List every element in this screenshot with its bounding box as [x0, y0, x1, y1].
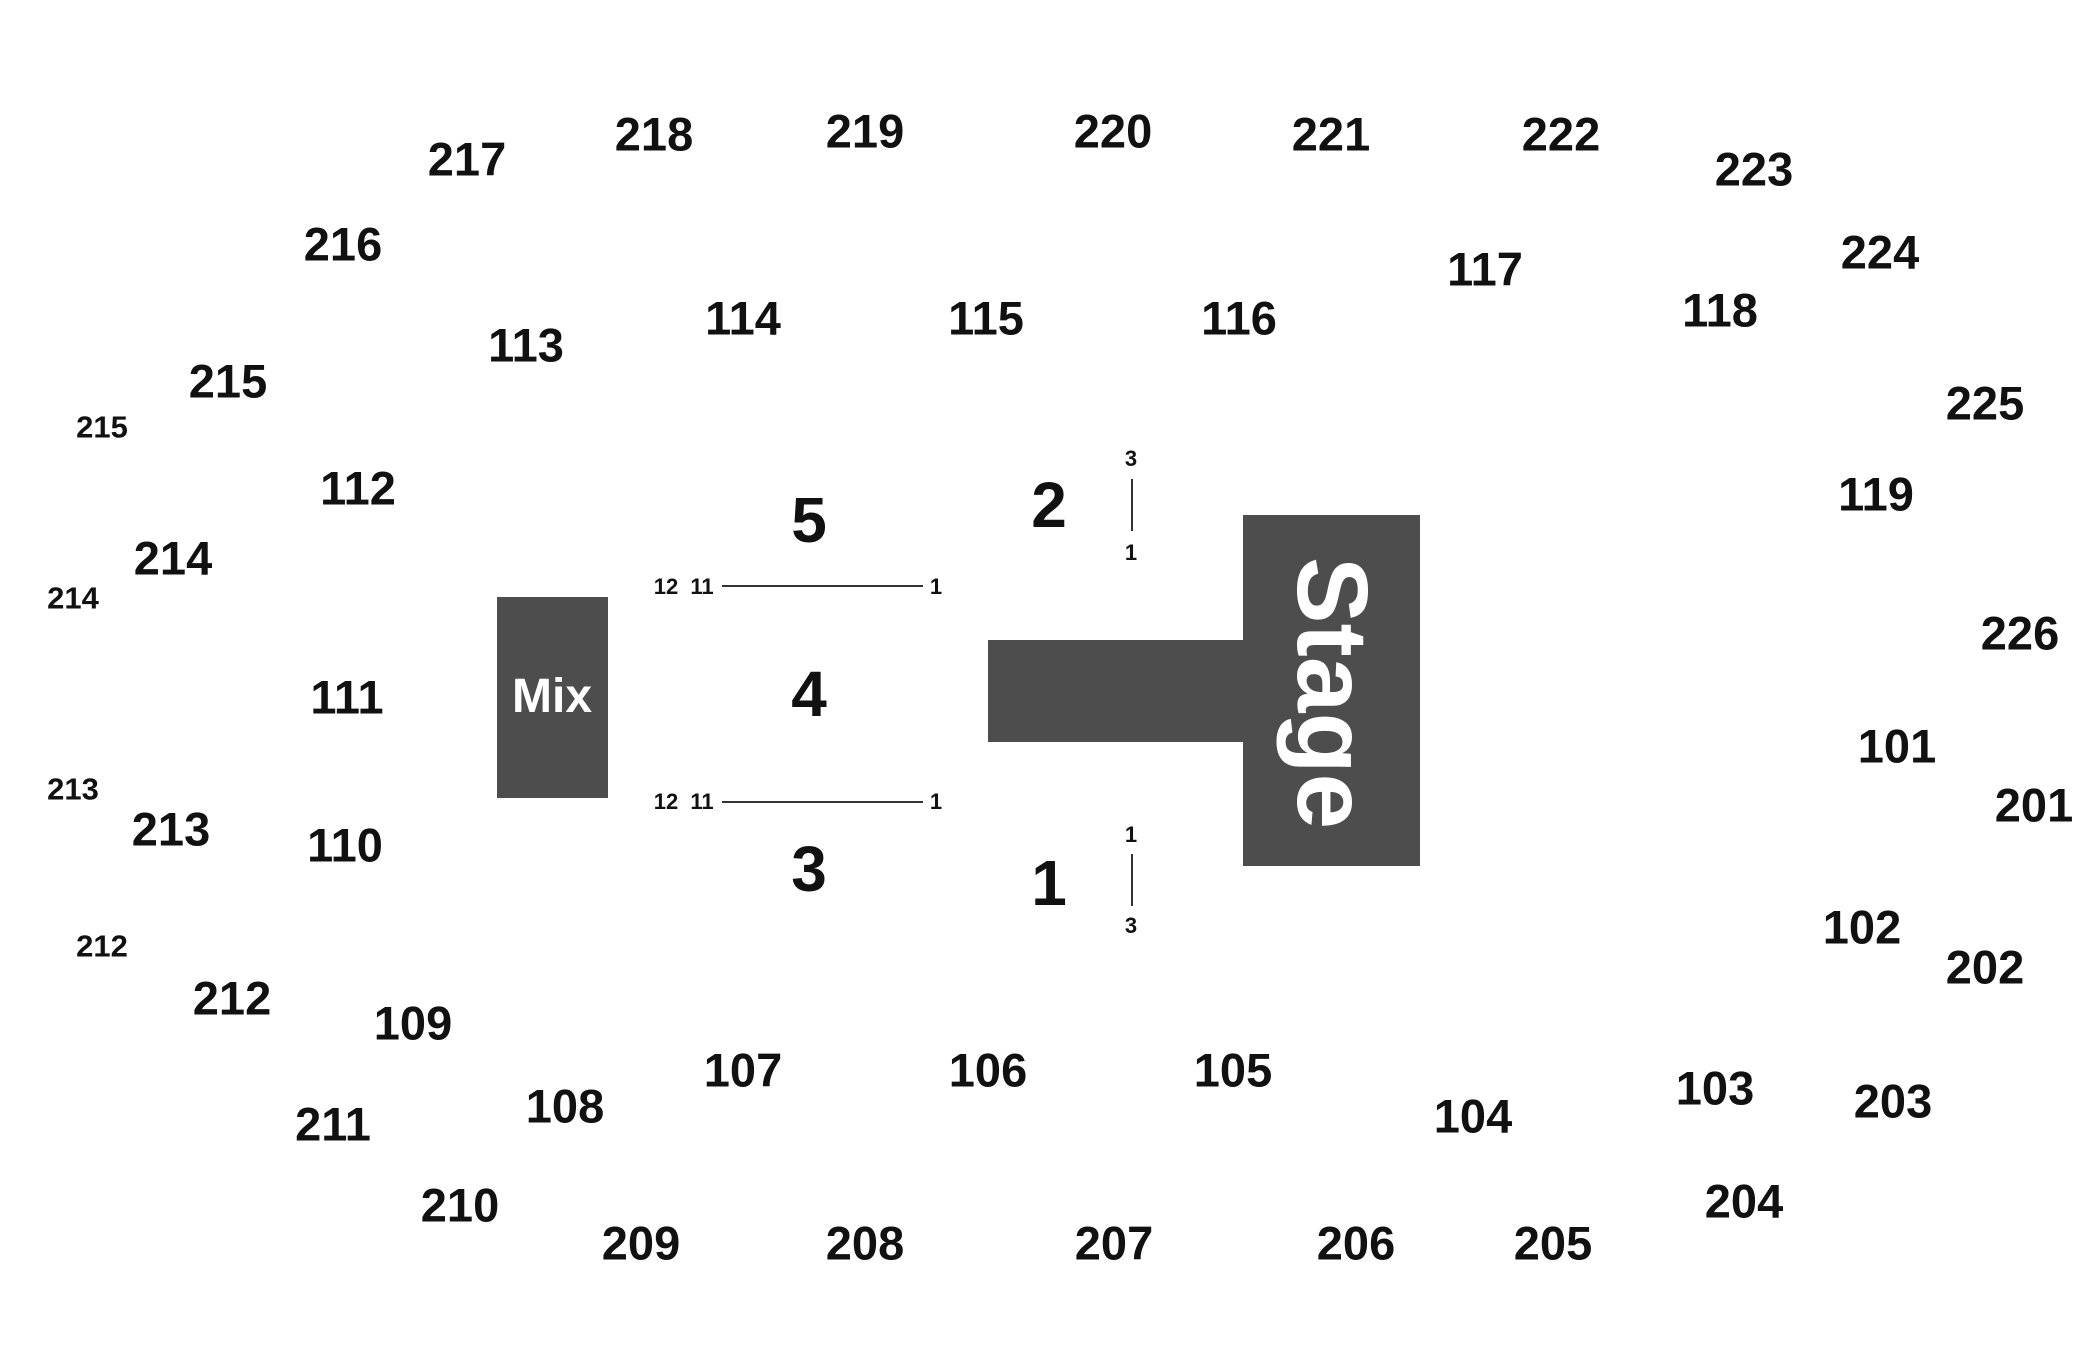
mix-label: Mix	[511, 670, 593, 723]
section-221[interactable]: 221	[1291, 107, 1371, 161]
floor-section-3[interactable]: 3	[791, 833, 827, 905]
section-111[interactable]: 111	[310, 670, 384, 724]
row-label-12: 12	[653, 789, 679, 814]
section-213[interactable]: 213	[131, 802, 211, 856]
section-118[interactable]: 118	[1682, 283, 1758, 337]
section-103[interactable]: 103	[1675, 1061, 1755, 1115]
section-222[interactable]: 222	[1521, 107, 1601, 161]
section-105[interactable]: 105	[1193, 1043, 1273, 1097]
section-214-small[interactable]: 214	[47, 580, 99, 616]
row-label-11: 11	[690, 574, 714, 599]
row-label-3: 3	[1124, 446, 1138, 471]
section-101[interactable]: 101	[1857, 719, 1937, 773]
section-206[interactable]: 206	[1316, 1216, 1396, 1270]
row-label-1: 1	[929, 789, 943, 814]
section-119[interactable]: 119	[1838, 467, 1914, 521]
section-117[interactable]: 117	[1447, 242, 1523, 296]
section-114[interactable]: 114	[705, 291, 781, 345]
section-220[interactable]: 220	[1073, 104, 1153, 158]
stage-label: Stage	[1276, 556, 1388, 830]
mix-block	[497, 597, 608, 798]
section-113[interactable]: 113	[488, 318, 564, 372]
section-112[interactable]: 112	[320, 461, 396, 515]
row-label-12: 12	[653, 574, 679, 599]
section-116[interactable]: 116	[1201, 291, 1277, 345]
floor-section-1[interactable]: 1	[1031, 847, 1067, 919]
row-label-3: 3	[1124, 913, 1138, 938]
floor-section-5[interactable]: 5	[791, 484, 827, 556]
section-213-small[interactable]: 213	[47, 771, 99, 807]
section-202[interactable]: 202	[1945, 940, 2025, 994]
section-106[interactable]: 106	[948, 1043, 1028, 1097]
section-201[interactable]: 201	[1994, 778, 2074, 832]
stage-block	[1243, 515, 1420, 866]
section-207[interactable]: 207	[1074, 1216, 1154, 1270]
section-208[interactable]: 208	[825, 1216, 905, 1270]
section-209[interactable]: 209	[601, 1216, 681, 1270]
section-205[interactable]: 205	[1513, 1216, 1593, 1270]
section-217[interactable]: 217	[427, 132, 507, 186]
section-203[interactable]: 203	[1853, 1074, 1933, 1128]
section-102[interactable]: 102	[1822, 900, 1902, 954]
section-215-small[interactable]: 215	[76, 409, 128, 445]
floor-row-line-5-4	[722, 585, 923, 587]
section-212[interactable]: 212	[192, 971, 272, 1025]
section-218[interactable]: 218	[614, 107, 694, 161]
section-107[interactable]: 107	[703, 1043, 783, 1097]
section-109[interactable]: 109	[373, 996, 453, 1050]
floor-row-line-1	[1131, 854, 1133, 906]
section-110[interactable]: 110	[307, 818, 383, 872]
section-226[interactable]: 226	[1980, 606, 2060, 660]
section-210[interactable]: 210	[420, 1178, 500, 1232]
row-label-1: 1	[1124, 822, 1138, 847]
section-214[interactable]: 214	[133, 531, 213, 585]
section-215[interactable]: 215	[188, 354, 268, 408]
floor-section-4[interactable]: 4	[791, 658, 827, 730]
section-219[interactable]: 219	[825, 104, 905, 158]
section-115[interactable]: 115	[948, 291, 1024, 345]
row-label-11: 11	[690, 789, 714, 814]
floor-section-2[interactable]: 2	[1031, 469, 1067, 541]
row-label-1: 1	[929, 574, 943, 599]
row-label-1: 1	[1124, 540, 1138, 565]
section-104[interactable]: 104	[1433, 1089, 1513, 1143]
floor-row-line-2	[1131, 479, 1133, 531]
runway-block	[988, 640, 1250, 742]
section-211[interactable]: 211	[295, 1097, 371, 1151]
section-216[interactable]: 216	[303, 217, 383, 271]
section-224[interactable]: 224	[1840, 225, 1920, 279]
section-108[interactable]: 108	[525, 1079, 605, 1133]
floor-row-line-4-3	[722, 801, 923, 803]
section-223[interactable]: 223	[1714, 142, 1794, 196]
section-212-small[interactable]: 212	[76, 928, 128, 964]
section-225[interactable]: 225	[1945, 376, 2025, 430]
section-204[interactable]: 204	[1704, 1174, 1784, 1228]
